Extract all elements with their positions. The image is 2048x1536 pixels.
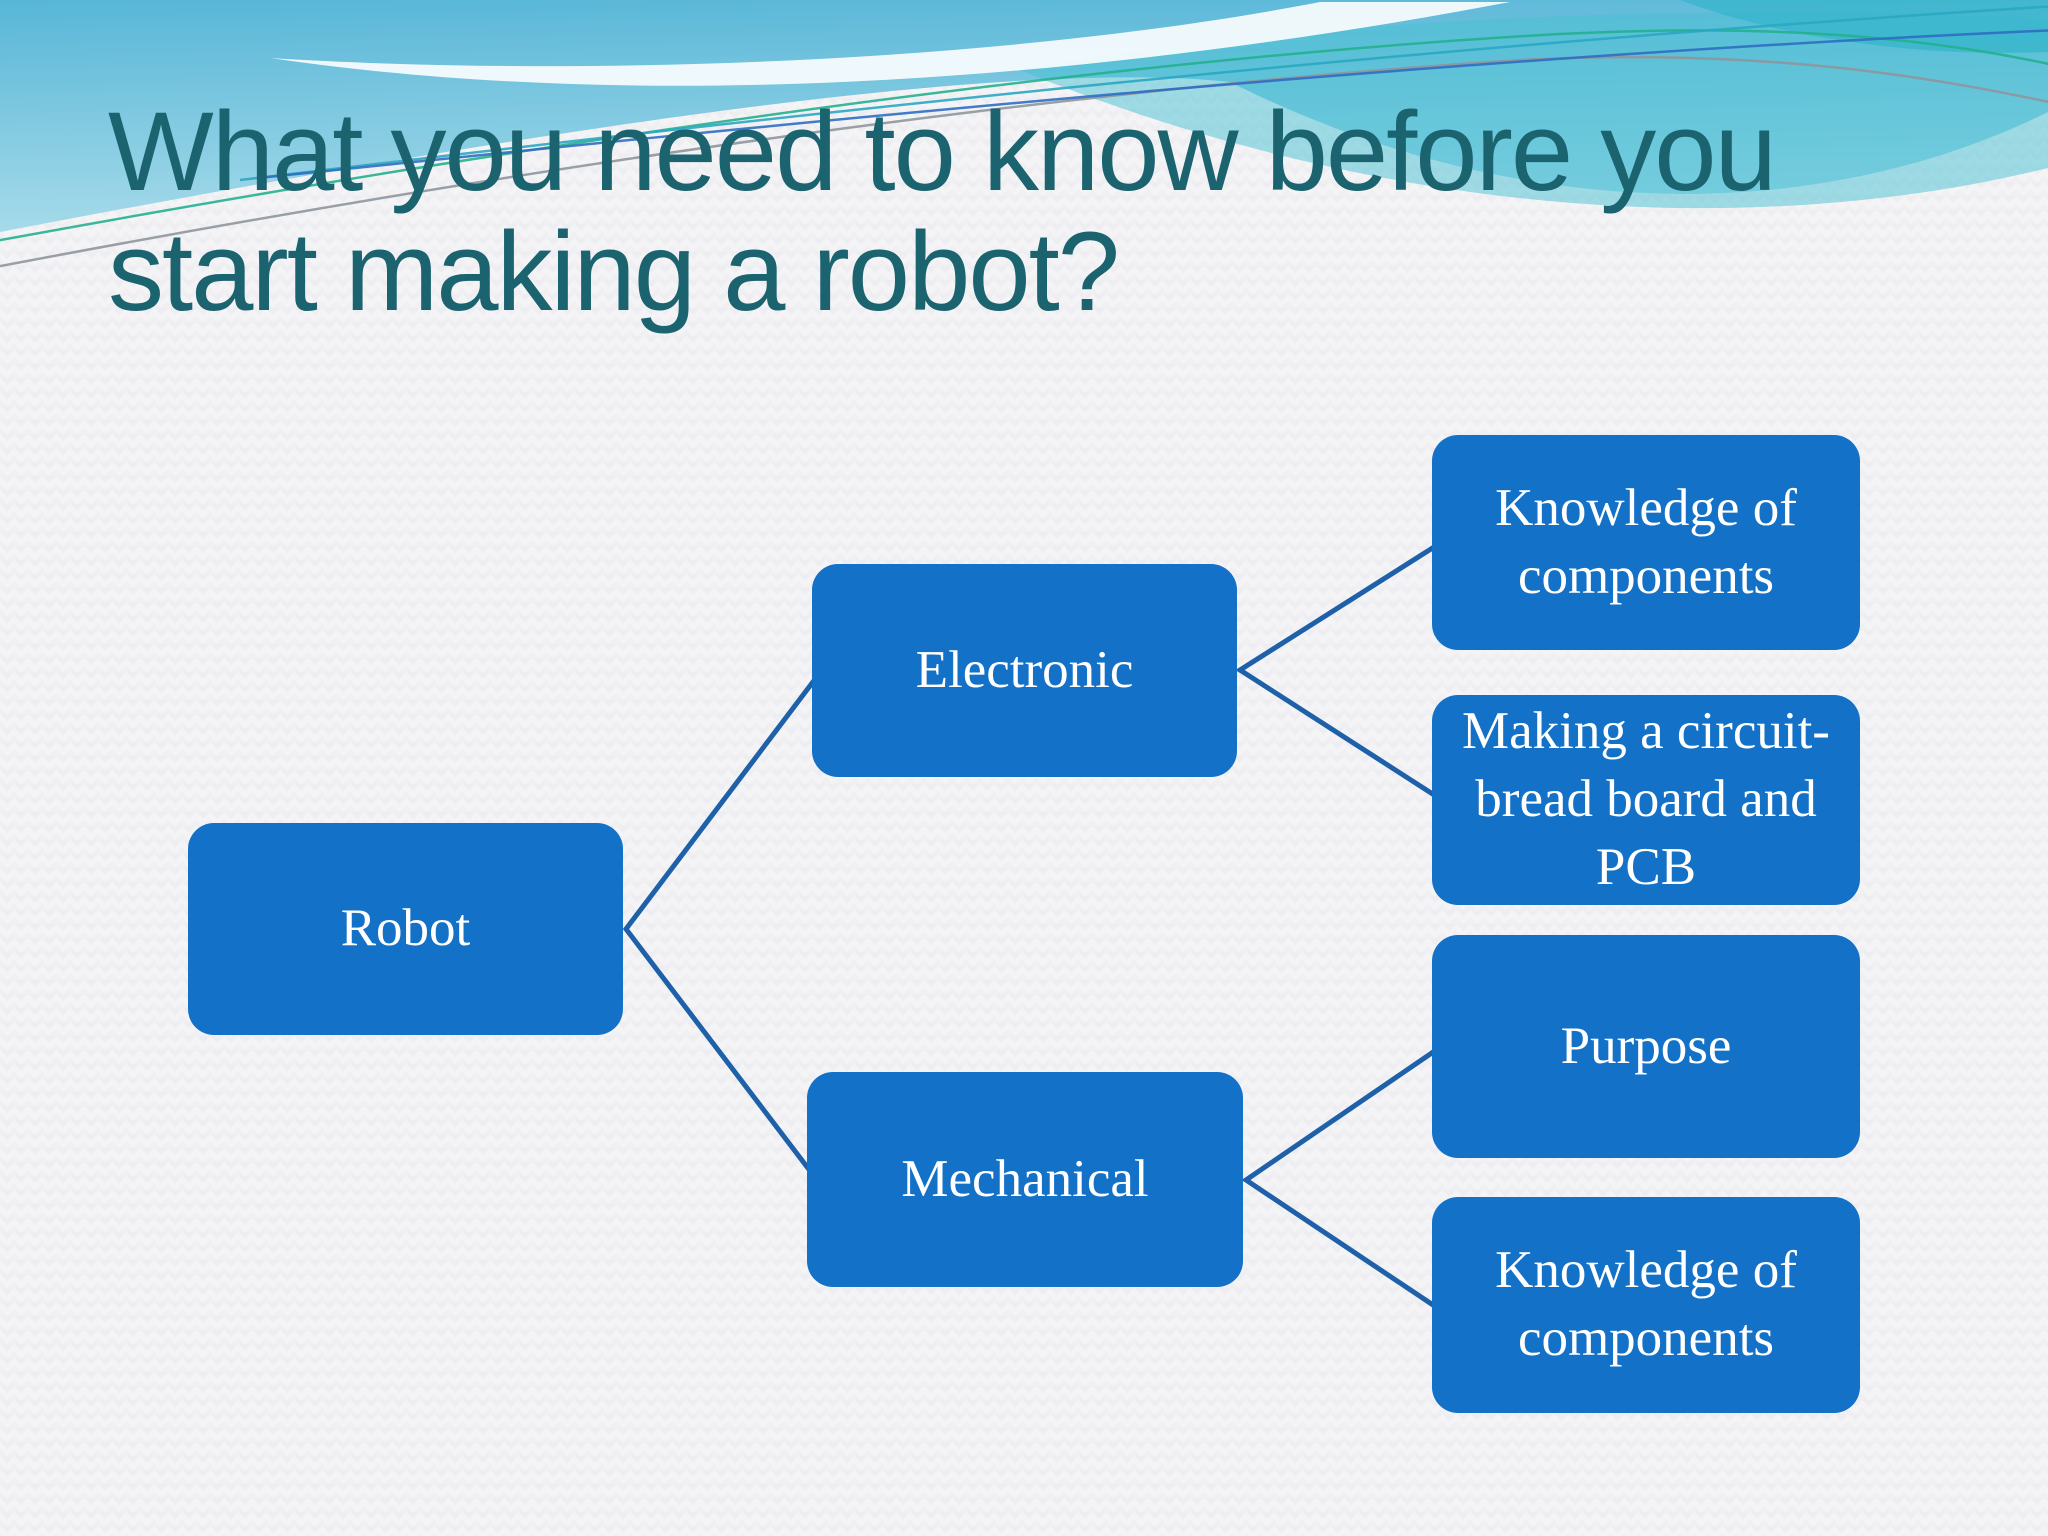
slide-title-line2: start making a robot?	[108, 209, 1120, 334]
wave-aqua-band	[1020, 12, 2048, 209]
node-label: Knowledge of components	[1495, 478, 1797, 605]
node-label: Robot	[340, 899, 471, 958]
wave-accent-line-teal	[239, 5, 2048, 182]
slide-title: What you need to know before you start m…	[108, 92, 2008, 332]
node-label: Purpose	[1560, 1016, 1732, 1075]
slide-title-line1: What you need to know before you	[108, 89, 1777, 214]
connector-mechanical-children	[1241, 1043, 1444, 1314]
wave-white-arc	[270, 2, 1510, 86]
node-label: Electronic	[915, 640, 1134, 699]
node-purpose: Purpose	[1432, 935, 1860, 1158]
node-label: Mechanical	[901, 1149, 1149, 1208]
wave-accent-line-blue	[257, 29, 2048, 180]
node-knowledge-of-components-1: Knowledge of components	[1432, 435, 1860, 650]
node-label: Making a circuit-bread board and PCB	[1462, 702, 1830, 896]
node-electronic: Electronic	[812, 564, 1237, 777]
node-robot: Robot	[188, 823, 623, 1035]
node-making-circuit-bread-board-pcb: Making a circuit-bread board and PCB	[1432, 695, 1860, 905]
node-mechanical: Mechanical	[807, 1072, 1243, 1287]
header-wave-decoration	[0, 0, 2048, 268]
node-knowledge-of-components-2: Knowledge of components	[1432, 1197, 1860, 1413]
node-label: Knowledge of components	[1495, 1241, 1797, 1367]
connector-robot-children	[622, 668, 824, 1182]
connector-electronic-children	[1235, 539, 1444, 803]
